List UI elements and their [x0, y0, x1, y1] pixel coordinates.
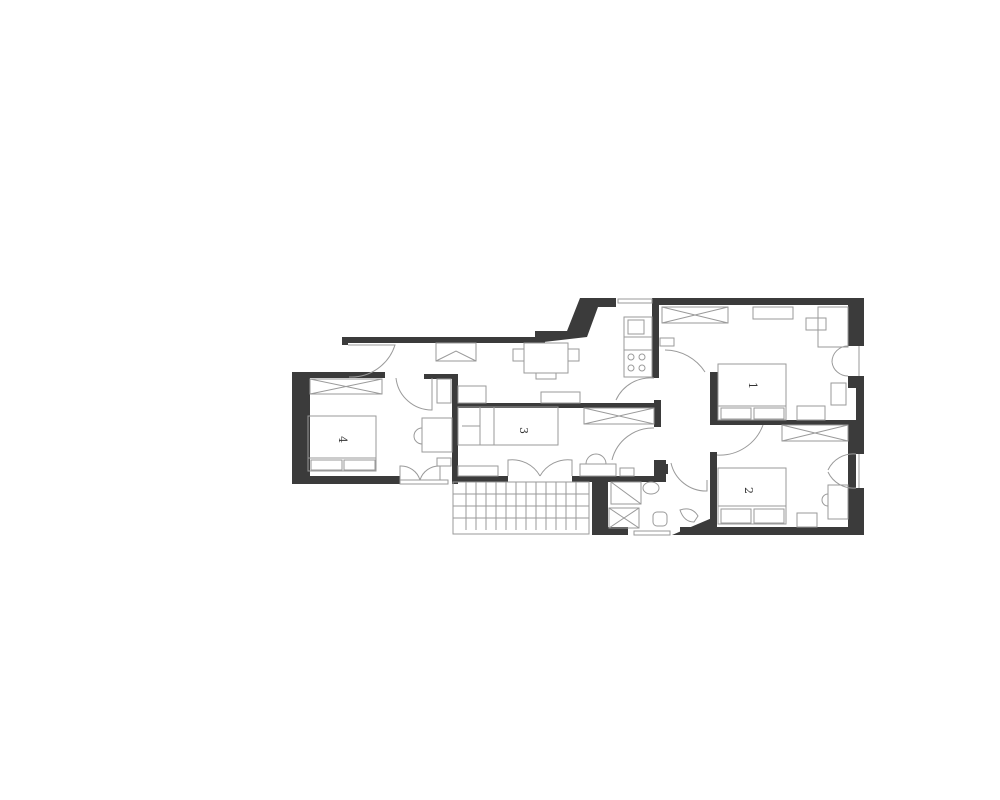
balcony-tiles [453, 482, 589, 530]
room-3-label: 3 [517, 427, 530, 434]
walls [292, 298, 864, 535]
room-4-label: 4 [336, 436, 349, 443]
fixtures [307, 298, 860, 536]
room-labels: 4 3 1 2 [336, 382, 759, 494]
room-1-label: 1 [746, 382, 759, 389]
room-2-label: 2 [742, 487, 755, 494]
